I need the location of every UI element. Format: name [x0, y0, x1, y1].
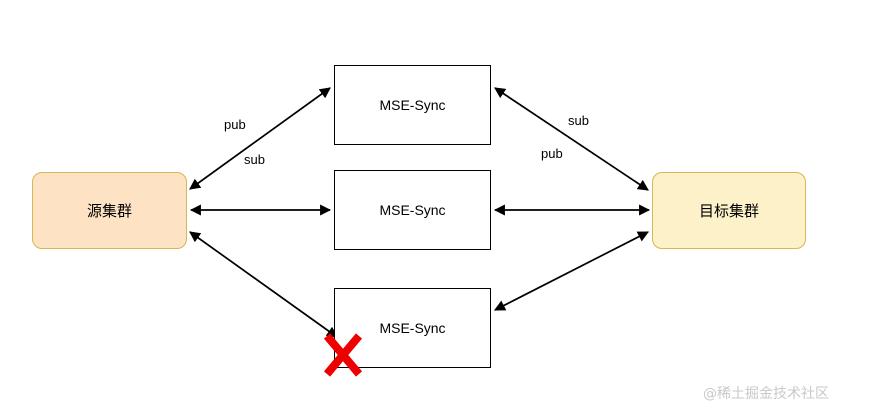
edge-source-sync1: [189, 87, 331, 190]
node-mse-sync-3-label: MSE-Sync: [379, 320, 446, 336]
failure-x-icon: [323, 333, 363, 377]
node-mse-sync-2-label: MSE-Sync: [379, 202, 446, 218]
node-source-cluster[interactable]: 源集群: [32, 172, 187, 249]
edge-source-sync3: [189, 231, 338, 338]
edge-label-pub-right: pub: [541, 146, 563, 161]
edge-label-pub-left: pub: [224, 117, 246, 132]
edge-label-sub-left: sub: [244, 152, 265, 167]
node-mse-sync-2[interactable]: MSE-Sync: [334, 170, 491, 250]
node-mse-sync-1-label: MSE-Sync: [379, 97, 446, 113]
node-target-cluster-label: 目标集群: [698, 203, 759, 220]
edge-label-sub-right: sub: [568, 113, 589, 128]
edge-sync3-target: [494, 231, 649, 311]
node-target-cluster[interactable]: 目标集群: [652, 172, 806, 249]
node-source-cluster-label: 源集群: [86, 203, 132, 220]
edge-sync1-target: [494, 87, 649, 191]
node-mse-sync-1[interactable]: MSE-Sync: [334, 65, 491, 145]
watermark: @稀土掘金技术社区: [703, 386, 829, 402]
node-mse-sync-3[interactable]: MSE-Sync: [334, 288, 491, 368]
